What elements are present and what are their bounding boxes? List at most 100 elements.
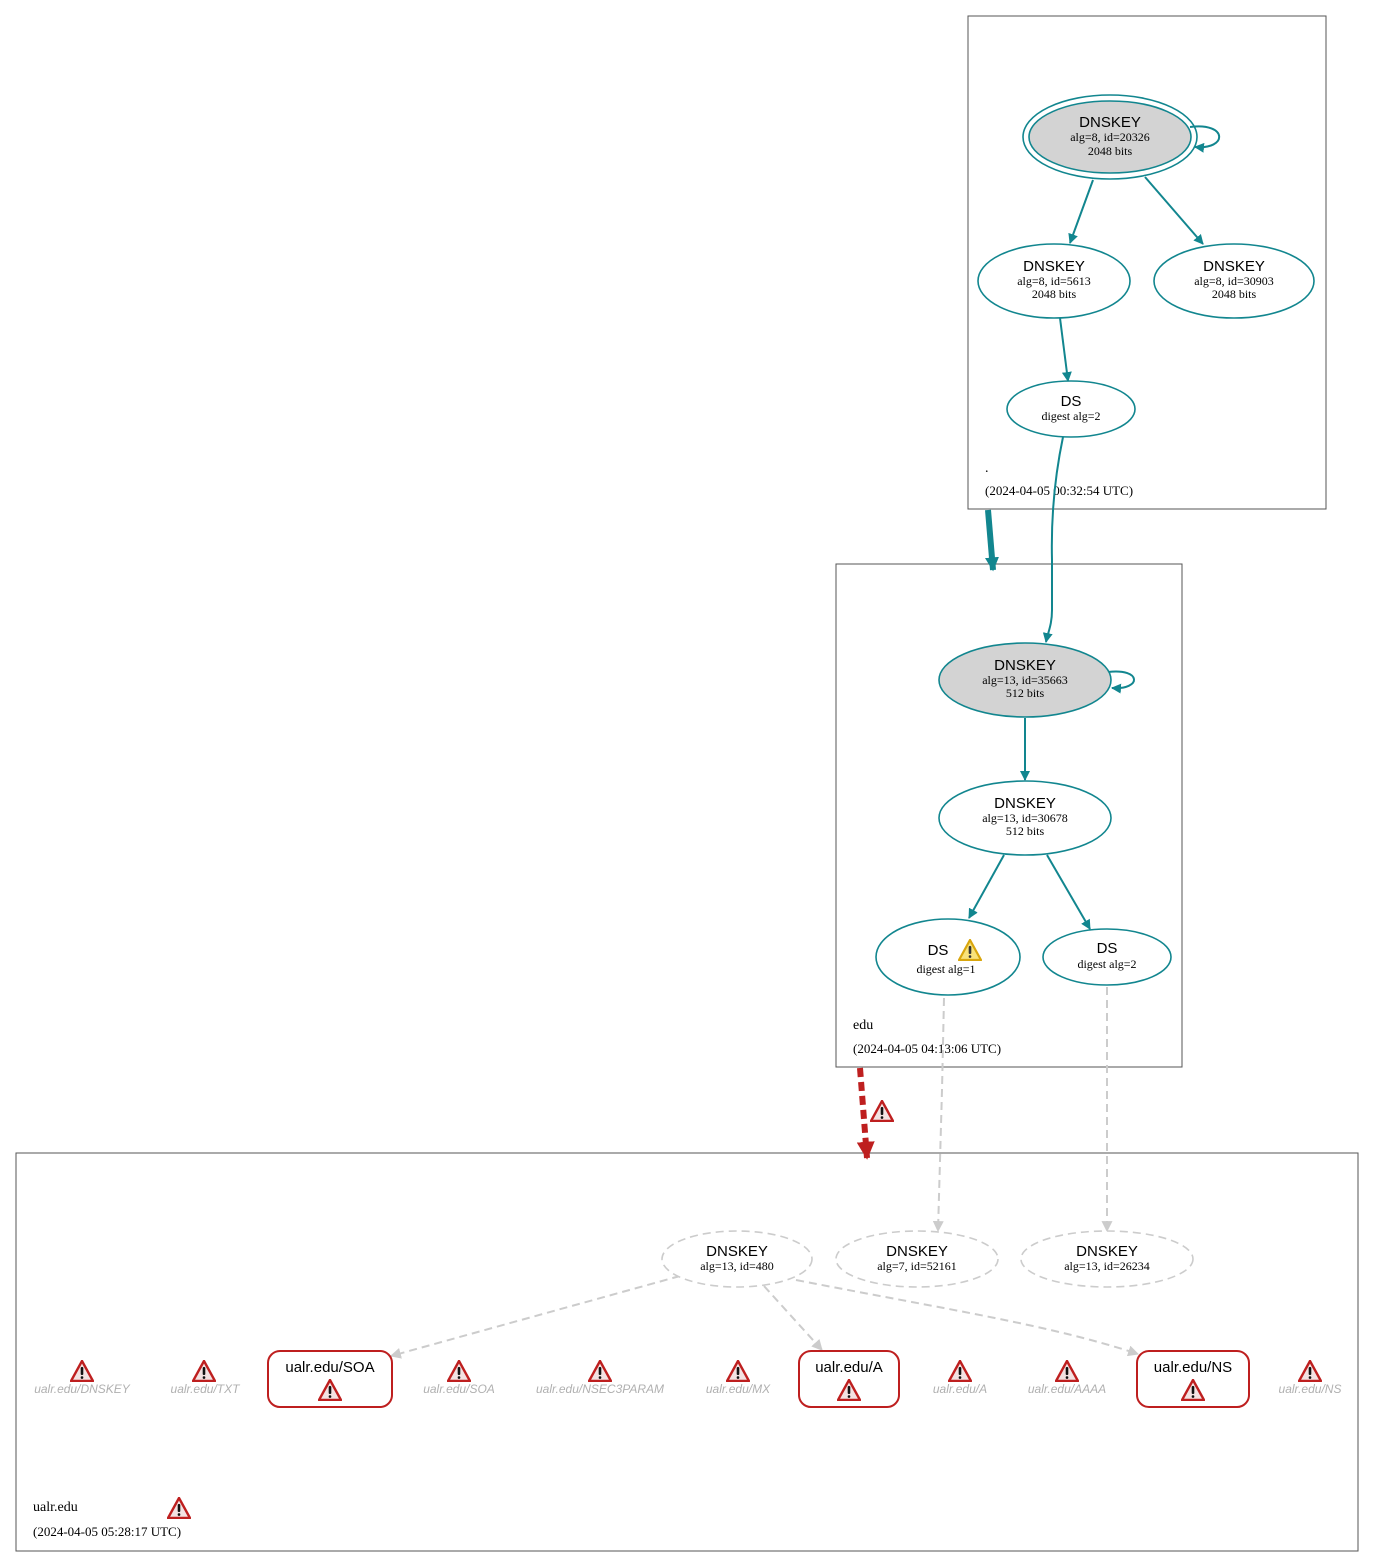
edge-edu-ksk-self (1107, 670, 1135, 694)
node-root-zsk2-shape (1153, 243, 1315, 319)
rrset-ns-label: ualr.edu/NS (1154, 1359, 1232, 1376)
edge-key480-ns (795, 1279, 1140, 1357)
missing-a-label: ualr.edu/A (933, 1382, 987, 1396)
missing-soa-label: ualr.edu/SOA (423, 1382, 495, 1396)
edge-delegation-edu-ualr (856, 1067, 875, 1160)
node-ualr-key26234-line1: alg=13, id=26234 (1064, 1259, 1150, 1273)
missing-mx-error-icon (726, 1360, 750, 1382)
node-ualr-key52161[interactable]: DNSKEY alg=7, id=52161 (835, 1230, 999, 1288)
zone-edu-name: edu (853, 1018, 873, 1033)
zone-edu-timestamp: (2024-04-05 04:13:06 UTC) (853, 1041, 1001, 1056)
edge-delegation-root-edu (984, 509, 999, 572)
missing-a-error-icon (948, 1360, 972, 1382)
missing-dnskey[interactable]: ualr.edu/DNSKEY (34, 1360, 131, 1396)
node-root-ksk[interactable]: DNSKEY alg=8, id=20326 2048 bits (1022, 94, 1198, 180)
node-ualr-key480-line1: alg=13, id=480 (700, 1259, 774, 1273)
node-root-zsk1-line1: alg=8, id=5613 (1017, 274, 1091, 288)
missing-txt-error-icon (192, 1360, 216, 1382)
missing-ns-error-icon (1298, 1360, 1322, 1382)
missing-txt-label: ualr.edu/TXT (171, 1382, 242, 1396)
node-edu-ds1-title: DS (928, 942, 949, 959)
rrset-a[interactable]: ualr.edu/A (798, 1350, 900, 1408)
node-ualr-key26234[interactable]: DNSKEY alg=13, id=26234 (1020, 1230, 1194, 1288)
node-edu-zsk-line2: 512 bits (1006, 824, 1045, 838)
node-root-ds-shape (1006, 380, 1136, 438)
missing-dnskey-label: ualr.edu/DNSKEY (34, 1382, 131, 1396)
rrset-soa-label: ualr.edu/SOA (285, 1359, 374, 1376)
node-root-zsk2[interactable]: DNSKEY alg=8, id=30903 2048 bits (1153, 243, 1315, 319)
zone-edu-frame (835, 563, 1183, 1068)
node-ualr-key26234-shape (1020, 1230, 1194, 1288)
edge-key480-soa (389, 1275, 681, 1359)
missing-mx[interactable]: ualr.edu/MX (706, 1360, 771, 1396)
node-root-ds[interactable]: DS digest alg=2 (1006, 380, 1136, 438)
zone-root-frame (967, 15, 1327, 510)
edge-root-ds-edu-ksk (1042, 436, 1064, 643)
node-root-ksk-title: DNSKEY (1079, 114, 1141, 131)
node-edu-zsk-title: DNSKEY (994, 795, 1056, 812)
rrset-a-label: ualr.edu/A (815, 1359, 883, 1376)
node-edu-ds1-shape (875, 918, 1021, 996)
missing-aaaa-error-icon (1055, 1360, 1079, 1382)
node-ualr-key480-title: DNSKEY (706, 1243, 768, 1260)
zone-ualr: ualr.edu (2024-04-05 05:28:17 UTC) (15, 1152, 1359, 1552)
node-edu-ds1-line1: digest alg=1 (916, 962, 975, 976)
edge-edu-zsk-ds2 (1046, 854, 1091, 930)
missing-ns[interactable]: ualr.edu/NS (1279, 1360, 1342, 1396)
zone-root: . (2024-04-05 00:32:54 UTC) (967, 15, 1327, 510)
zone-ualr-error-icon (167, 1497, 191, 1519)
zone-ualr-timestamp: (2024-04-05 05:28:17 UTC) (33, 1524, 181, 1539)
zone-root-timestamp: (2024-04-05 00:32:54 UTC) (985, 483, 1133, 498)
node-ualr-key26234-title: DNSKEY (1076, 1243, 1138, 1260)
rrset-ns[interactable]: ualr.edu/NS (1136, 1350, 1250, 1408)
edge-edu-zsk-ds1 (968, 854, 1005, 919)
node-root-zsk1-shape (977, 243, 1131, 319)
missing-txt[interactable]: ualr.edu/TXT (171, 1360, 242, 1396)
node-ualr-key52161-title: DNSKEY (886, 1243, 948, 1260)
edge-edu-ds1-key52161 (932, 997, 945, 1233)
missing-a[interactable]: ualr.edu/A (933, 1360, 987, 1396)
missing-nsec3param-label: ualr.edu/NSEC3PARAM (536, 1382, 664, 1396)
missing-dnskey-error-icon (70, 1360, 94, 1382)
edge-root-ksk-zsk1 (1068, 179, 1094, 244)
node-edu-zsk-shape (938, 780, 1112, 856)
node-edu-ds2[interactable]: DS digest alg=2 (1042, 928, 1172, 986)
node-root-ksk-line2: 2048 bits (1088, 144, 1133, 158)
missing-aaaa[interactable]: ualr.edu/AAAA (1028, 1360, 1106, 1396)
node-edu-ds2-line1: digest alg=2 (1077, 957, 1136, 971)
rrset-soa[interactable]: ualr.edu/SOA (267, 1350, 393, 1408)
node-edu-ksk[interactable]: DNSKEY alg=13, id=35663 512 bits (938, 642, 1112, 718)
missing-mx-label: ualr.edu/MX (706, 1382, 771, 1396)
edges (389, 125, 1221, 1359)
missing-aaaa-label: ualr.edu/AAAA (1028, 1382, 1106, 1396)
node-edu-ds1[interactable]: DS digest alg=1 (875, 918, 1021, 996)
node-edu-zsk[interactable]: DNSKEY alg=13, id=30678 512 bits (938, 780, 1112, 856)
edge-key480-a (763, 1285, 823, 1351)
missing-soa-error-icon (447, 1360, 471, 1382)
node-edu-ksk-line1: alg=13, id=35663 (982, 673, 1068, 687)
missing-soa[interactable]: ualr.edu/SOA (423, 1360, 495, 1396)
node-root-zsk2-line1: alg=8, id=30903 (1194, 274, 1274, 288)
node-root-zsk2-line2: 2048 bits (1212, 287, 1257, 301)
missing-nsec3param-error-icon (588, 1360, 612, 1382)
node-edu-ksk-line2: 512 bits (1006, 686, 1045, 700)
node-edu-zsk-line1: alg=13, id=30678 (982, 811, 1068, 825)
node-edu-ds2-title: DS (1097, 940, 1118, 957)
zone-ualr-frame (15, 1152, 1359, 1552)
edge-root-ksk-zsk2 (1144, 176, 1204, 245)
delegation-error-icon (870, 1100, 894, 1122)
node-edu-ds2-shape (1042, 928, 1172, 986)
node-root-ksk-line1: alg=8, id=20326 (1070, 130, 1150, 144)
node-root-zsk1-line2: 2048 bits (1032, 287, 1077, 301)
zone-root-name: . (985, 461, 989, 476)
node-root-zsk2-title: DNSKEY (1203, 258, 1265, 275)
missing-nsec3param[interactable]: ualr.edu/NSEC3PARAM (536, 1360, 664, 1396)
node-root-zsk1-title: DNSKEY (1023, 258, 1085, 275)
node-ualr-key480-shape (661, 1230, 813, 1288)
node-root-zsk1[interactable]: DNSKEY alg=8, id=5613 2048 bits (977, 243, 1131, 319)
edge-root-zsk1-ds (1059, 317, 1072, 382)
node-ualr-key480[interactable]: DNSKEY alg=13, id=480 (661, 1230, 813, 1288)
node-root-ds-title: DS (1061, 393, 1082, 410)
zone-ualr-name: ualr.edu (33, 1500, 78, 1515)
